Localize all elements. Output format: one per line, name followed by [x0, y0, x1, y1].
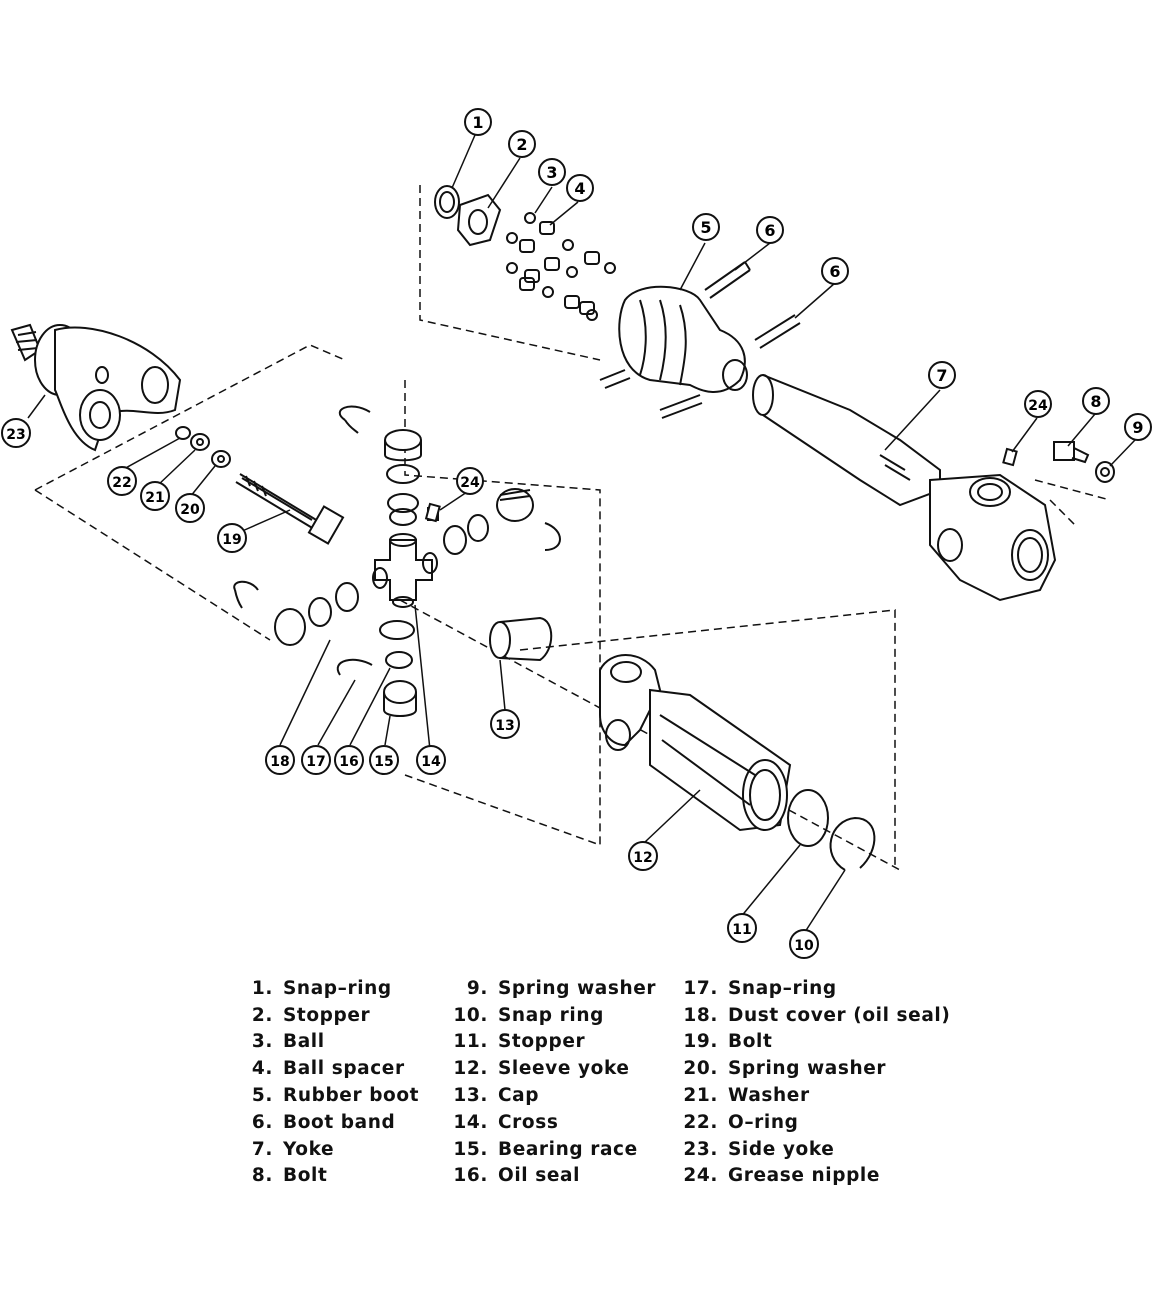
- legend-item: 5.Rubber boot: [251, 1085, 420, 1107]
- svg-text:24: 24: [1028, 398, 1048, 414]
- callout-22: 22: [107, 466, 137, 496]
- callout-6b: 6: [821, 257, 849, 285]
- svg-text:12: 12: [633, 850, 652, 866]
- svg-text:18: 18: [270, 754, 289, 770]
- legend-item: 12.Sleeve yoke: [453, 1058, 630, 1080]
- grease-nipple-right: [1002, 447, 1018, 467]
- side-yoke: [10, 323, 182, 452]
- callout-21: 21: [140, 481, 170, 511]
- legend-item: 13.Cap: [453, 1085, 540, 1107]
- svg-text:1: 1: [472, 113, 483, 132]
- svg-text:22: 22: [112, 475, 131, 491]
- callout-24b: 24: [1024, 390, 1052, 418]
- callout-markers: 1 2 3 4 5 6 6 7 8 9 10 11 12 13 14 15 16…: [1, 108, 1152, 959]
- callout-14: 14: [416, 745, 446, 775]
- legend-item: 18.Dust cover (oil seal): [683, 1004, 951, 1026]
- legend-item: 4.Ball spacer: [251, 1058, 405, 1080]
- callout-8: 8: [1082, 387, 1110, 415]
- svg-text:8: 8: [1090, 392, 1101, 411]
- callout-1: 1: [464, 108, 492, 136]
- svg-text:21: 21: [145, 490, 164, 506]
- callout-7: 7: [928, 361, 956, 389]
- svg-text:20: 20: [180, 502, 200, 518]
- svg-text:17: 17: [306, 754, 325, 770]
- spring-washer-right: [1095, 461, 1115, 483]
- exploded-view-diagram: 1 2 3 4 5 6 6 7 8 9 10 11 12 13 14 15 16…: [1, 108, 1152, 959]
- yoke-shaft: [752, 374, 1057, 602]
- svg-text:11: 11: [732, 922, 751, 938]
- legend-item: 16.Oil seal: [453, 1165, 581, 1187]
- sleeve-yoke: [599, 654, 792, 832]
- callout-9: 9: [1124, 413, 1152, 441]
- legend-item: 3.Ball: [251, 1031, 325, 1053]
- snap-ring-large: [829, 816, 876, 871]
- long-bolt: [235, 473, 345, 545]
- svg-text:2: 2: [516, 135, 527, 154]
- svg-text:13: 13: [495, 718, 514, 734]
- callout-24a: 24: [456, 467, 484, 495]
- svg-text:19: 19: [222, 532, 241, 548]
- callout-4: 4: [566, 174, 594, 202]
- callout-3: 3: [538, 158, 566, 186]
- legend-item: 15.Bearing race: [453, 1138, 638, 1160]
- svg-text:4: 4: [574, 179, 585, 198]
- callout-2: 2: [508, 130, 536, 158]
- legend-item: 2.Stopper: [251, 1004, 371, 1026]
- legend-item: 10.Snap ring: [453, 1004, 604, 1026]
- legend-item: 19.Bolt: [683, 1031, 773, 1053]
- stopper-ring: [787, 789, 829, 847]
- callout-13: 13: [490, 709, 520, 739]
- grease-nipple-left: [424, 502, 441, 523]
- callout-5: 5: [692, 213, 720, 241]
- legend-column-2: 9.Spring washer 10.Snap ring 11.Stopper …: [445, 975, 656, 1189]
- cap: [489, 616, 553, 662]
- callout-15: 15: [369, 745, 399, 775]
- legend-item: 22.O–ring: [683, 1111, 799, 1133]
- legend-item: 23.Side yoke: [683, 1138, 835, 1160]
- callout-16: 16: [334, 745, 364, 775]
- legend-column-3: 17.Snap–ring 18.Dust cover (oil seal) 19…: [682, 975, 950, 1189]
- svg-text:5: 5: [700, 218, 711, 237]
- callout-6a: 6: [756, 216, 784, 244]
- legend-item: 9.Spring washer: [466, 977, 657, 999]
- legend-item: 17.Snap–ring: [683, 977, 837, 999]
- boot-assembly: [434, 185, 801, 419]
- svg-text:9: 9: [1132, 418, 1143, 437]
- legend-column-1: 1.Snap–ring 2.Stopper 3.Ball 4.Ball spac…: [245, 975, 419, 1189]
- callout-18: 18: [265, 745, 295, 775]
- svg-text:14: 14: [421, 754, 441, 770]
- legend-item: 7.Yoke: [251, 1138, 335, 1160]
- svg-text:23: 23: [6, 427, 25, 443]
- legend-item: 21.Washer: [683, 1085, 810, 1107]
- leader-lines: [27, 134, 1136, 933]
- cross-assembly: [233, 405, 561, 717]
- legend-item: 1.Snap–ring: [251, 977, 392, 999]
- legend-item: 6.Boot band: [251, 1111, 396, 1133]
- legend-item: 8.Bolt: [251, 1165, 328, 1187]
- callout-10: 10: [789, 929, 819, 959]
- svg-text:6: 6: [764, 221, 775, 240]
- callout-19: 19: [217, 523, 247, 553]
- assembly-guide-lines: [34, 185, 1111, 871]
- legend-item: 20.Spring washer: [683, 1058, 887, 1080]
- bolt-right: [1053, 441, 1090, 464]
- svg-text:7: 7: [936, 366, 947, 385]
- svg-text:3: 3: [546, 163, 557, 182]
- legend-item: 24.Grease nipple: [683, 1165, 881, 1187]
- legend-item: 14.Cross: [453, 1111, 559, 1133]
- callout-23: 23: [1, 418, 31, 448]
- svg-text:24: 24: [460, 475, 480, 491]
- svg-text:10: 10: [794, 938, 814, 954]
- callout-12: 12: [628, 841, 658, 871]
- svg-text:16: 16: [339, 754, 358, 770]
- small-washers: [175, 426, 231, 468]
- svg-text:15: 15: [374, 754, 393, 770]
- callout-17: 17: [301, 745, 331, 775]
- callout-11: 11: [727, 913, 757, 943]
- callout-20: 20: [175, 493, 205, 523]
- svg-text:6: 6: [829, 262, 840, 281]
- legend-item: 11.Stopper: [453, 1031, 586, 1053]
